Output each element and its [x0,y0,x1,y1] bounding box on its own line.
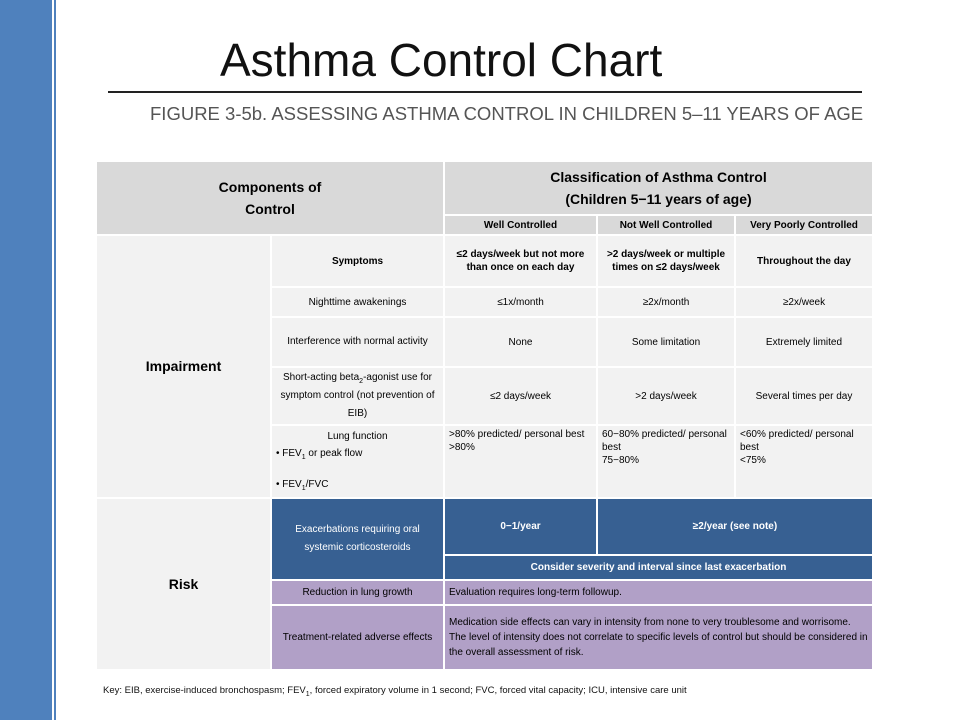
lung-growth-value: Evaluation requires long-term followup. [445,581,872,604]
saba-very-poorly: Several times per day [736,368,872,424]
row-label-saba: Short-acting beta2-agonist use for sympt… [272,368,443,424]
lung-very-poorly-fvc: <75% [740,455,766,466]
header-classification: Classification of Asthma Control (Childr… [445,162,872,214]
symptoms-very-poorly: Throughout the day [736,236,872,286]
title-divider [108,91,862,93]
lung-function-bullet-fev1: • FEV1 or peak flow [276,448,363,461]
left-accent-bar [0,0,52,720]
row-label-exacerbations: Exacerbations requiring oral systemic co… [272,499,443,579]
page-title: Asthma Control Chart [220,34,663,86]
symptoms-not-well: >2 days/week or multiple times on ≤2 day… [598,236,734,286]
figure-subtitle: FIGURE 3-5b. ASSESSING ASTHMA CONTROL IN… [150,103,864,124]
lung-well-fev1: >80% predicted/ personal best [449,429,585,440]
nighttime-well: ≤1x/month [445,288,596,316]
lung-well: >80% predicted/ personal best >80% [445,426,596,497]
row-label-lung-growth: Reduction in lung growth [272,581,443,604]
saba-label-text: Short-acting beta2-agonist use for sympt… [280,372,435,419]
lung-not-well-fev1: 60−80% predicted/ personal best [602,429,727,453]
interference-well: None [445,318,596,366]
saba-not-well: >2 days/week [598,368,734,424]
exacerbations-well: 0−1/year [445,499,596,554]
saba-well: ≤2 days/week [445,368,596,424]
row-label-interference: Interference with normal activity [272,318,443,366]
row-label-adverse-effects: Treatment-related adverse effects [272,606,443,669]
lung-not-well-fvc: 75−80% [602,455,639,466]
lung-well-fvc: >80% [449,442,475,453]
section-impairment: Impairment [97,236,270,497]
header-components-line1: Components of [218,179,322,195]
lung-function-label: Lung function [327,431,388,442]
row-label-lung-function: Lung function • FEV1 or peak flow • FEV1… [272,426,443,497]
table-key-footnote: Key: EIB, exercise-induced bronchospasm;… [103,685,687,698]
header-classification-line2: (Children 5−11 years of age) [565,191,752,207]
exacerbations-consider: Consider severity and interval since las… [445,556,872,579]
left-accent-line [54,0,56,720]
row-label-nighttime: Nighttime awakenings [272,288,443,316]
lung-very-poorly-fev1: <60% predicted/ personal best [740,429,854,453]
nighttime-not-well: ≥2x/month [598,288,734,316]
interference-very-poorly: Extremely limited [736,318,872,366]
header-very-poorly-controlled: Very Poorly Controlled [736,216,872,234]
symptoms-well: ≤2 days/week but not more than once on e… [445,236,596,286]
row-label-symptoms: Symptoms [272,236,443,286]
header-not-well-controlled: Not Well Controlled [598,216,734,234]
adverse-effects-value: Medication side effects can vary in inte… [445,606,872,669]
lung-very-poorly: <60% predicted/ personal best <75% [736,426,872,497]
lung-not-well: 60−80% predicted/ personal best 75−80% [598,426,734,497]
interference-not-well: Some limitation [598,318,734,366]
header-well-controlled: Well Controlled [445,216,596,234]
section-risk: Risk [97,499,270,669]
header-components-line2: Control [245,201,295,217]
exacerbations-not-well-very-poorly: ≥2/year (see note) [598,499,872,554]
nighttime-very-poorly: ≥2x/week [736,288,872,316]
header-components: Components of Control [97,162,443,234]
header-classification-line1: Classification of Asthma Control [550,169,767,185]
lung-function-bullet-fev1-fvc: • FEV1/FVC [276,479,329,492]
